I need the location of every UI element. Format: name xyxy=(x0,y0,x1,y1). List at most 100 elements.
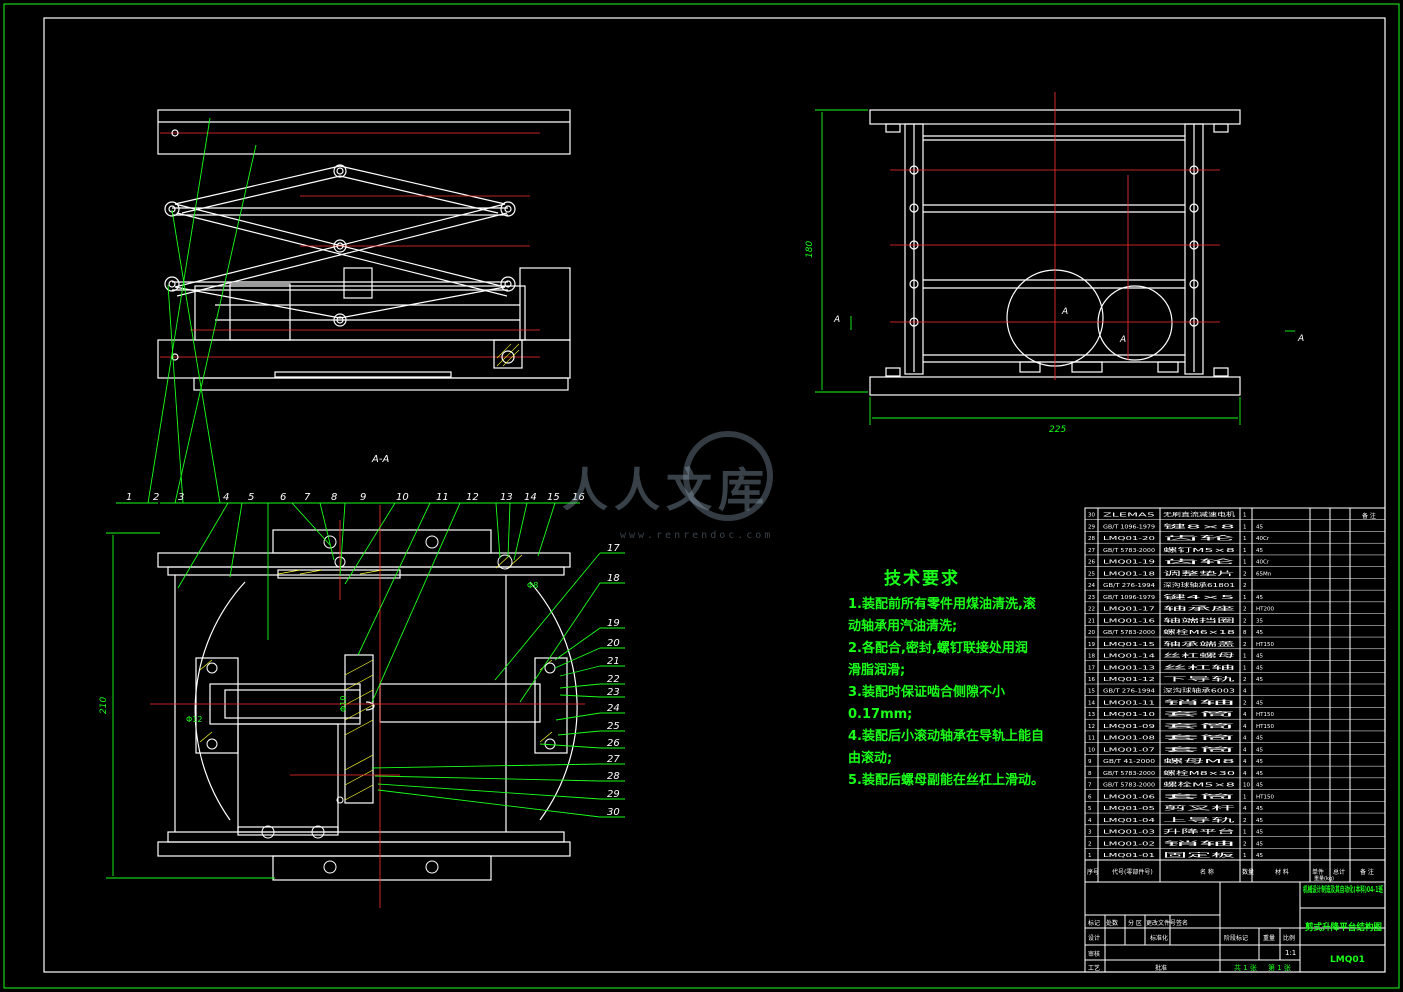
bom-footer-cell: 材 料 xyxy=(1275,868,1289,876)
bom-cell: 1 xyxy=(1243,853,1247,859)
bom-cell: 套筒 xyxy=(1163,734,1238,742)
sheet-total: 共 1 张 xyxy=(1234,963,1257,972)
bom-footer-cell: 代号(零部件号) xyxy=(1112,868,1153,876)
title-block: 备 注 机械设计制造及其自动化(本科)04-1班 剪式升降平台结构图 LMQ01… xyxy=(1088,512,1383,972)
bom-cell: 30 xyxy=(1088,513,1095,519)
bom-cell: 10 xyxy=(1243,783,1250,789)
bom-cell: 8 xyxy=(1088,771,1092,777)
balloon: 21 xyxy=(607,656,620,667)
bom-cell: 销轴 xyxy=(1163,839,1238,847)
bom-cell: 套筒 xyxy=(1163,745,1238,753)
tech-requirement-item: 4.装配后小滚动轴承在导轨上能自 xyxy=(848,729,1044,744)
bom-cell: 19 xyxy=(1088,642,1095,648)
bom-cell: 2 xyxy=(1243,642,1247,648)
bom-cell: 上导轨 xyxy=(1163,816,1237,824)
bom-cell: 升降平台 xyxy=(1163,828,1237,836)
balloon: 26 xyxy=(607,738,620,749)
bom-cell: LMQ01-12 xyxy=(1103,677,1155,683)
bom-cell: 45 xyxy=(1256,759,1263,765)
bom-cell: 2 xyxy=(1088,841,1092,847)
balloon: 15 xyxy=(547,492,560,503)
bom-cell: LMQ01-13 xyxy=(1103,665,1156,671)
bom-cell: 45 xyxy=(1256,665,1263,671)
bom-cell: GB/T 276-1994 xyxy=(1103,689,1156,695)
bom-cell: 1 xyxy=(1243,524,1247,530)
bom-cell: 4 xyxy=(1243,771,1247,777)
bom-footer-cell: 名 称 xyxy=(1200,868,1214,876)
approve-label: 批准 xyxy=(1155,964,1167,972)
bom-cell: 1 xyxy=(1088,853,1092,859)
balloon: 20 xyxy=(607,638,620,649)
bom-cell: 9 xyxy=(1088,759,1092,765)
bom-cell: 7 xyxy=(1088,783,1092,789)
bom-cell: 45 xyxy=(1256,747,1263,753)
tech-requirement-item: 动轴承用汽油清洗; xyxy=(848,619,958,634)
bom-cell: 27 xyxy=(1088,548,1095,554)
balloon: 30 xyxy=(607,807,620,818)
balloon: 17 xyxy=(607,543,620,554)
bom-cell: LMQ01-08 xyxy=(1103,736,1156,742)
bom-cell: LMQ01-20 xyxy=(1103,536,1156,542)
sign-mark: 标记 xyxy=(1088,919,1100,927)
bom-cell: 40Cr xyxy=(1256,560,1270,566)
bom-cell: 销轴 xyxy=(1163,698,1238,706)
bom-table-frame xyxy=(1084,507,1386,973)
section-title: A-A xyxy=(371,454,389,465)
bom-footer-weight: 重量(kg) xyxy=(1314,875,1334,882)
bom-cell: 13 xyxy=(1088,712,1095,718)
standard-label: 标准化 xyxy=(1150,934,1168,942)
tech-requirement-item: 1.装配前所有零件用煤油清洗,滚 xyxy=(848,597,1036,612)
bom-cell: 2 xyxy=(1243,607,1247,613)
front-view-centerlines xyxy=(890,92,1220,380)
bom-cell: LMQ01-18 xyxy=(1103,571,1156,577)
bom-cell: 剪叉杆 xyxy=(1163,804,1237,812)
bom-cell: 1 xyxy=(1243,830,1247,836)
balloon: 2 xyxy=(153,492,159,503)
bom-cell: 3 xyxy=(1088,830,1092,836)
section-centerlines xyxy=(150,505,585,908)
tech-requirement-item: 2.各配合,密封,螺钉联接处用润 xyxy=(848,641,1028,656)
bom-cell: 29 xyxy=(1088,524,1095,530)
side-view-hatch xyxy=(496,343,520,367)
section-dims xyxy=(106,532,275,879)
dim-dia-mid: Φ10 xyxy=(339,696,348,712)
sign-change: 更改文件号 xyxy=(1146,919,1176,927)
balloon: 10 xyxy=(396,492,409,503)
section-mark-1: A xyxy=(1061,307,1068,317)
section-view xyxy=(157,529,578,881)
bom-cell: 固定板 xyxy=(1163,851,1237,859)
bom-footer-cell: 单件 xyxy=(1312,868,1324,876)
bom-cell: 1 xyxy=(1243,513,1247,519)
bom-cell: 螺钉M5×8 xyxy=(1163,546,1236,554)
balloon: 18 xyxy=(607,573,620,584)
bom-cell: 下导轨 xyxy=(1163,675,1237,683)
bom-cell: 螺栓M6×18 xyxy=(1163,628,1236,636)
bom-cell: 45 xyxy=(1256,771,1263,777)
bom-cell: 套筒 xyxy=(1163,792,1238,800)
balloon: 11 xyxy=(436,492,449,503)
balloons-right: 17 18 19 20 21 22 23 24 25 26 27 28 29 3… xyxy=(607,543,620,818)
bom-cell: LMQ01-16 xyxy=(1103,618,1156,624)
bom-cell: HT150 xyxy=(1256,794,1274,800)
bom-cell: 1 xyxy=(1243,654,1247,660)
bom-cell: 45 xyxy=(1256,830,1263,836)
bom-cell: LMQ01-07 xyxy=(1103,747,1156,753)
bom-cell: LMQ01-01 xyxy=(1103,853,1155,859)
bom-cell: 45 xyxy=(1256,548,1263,554)
balloon: 28 xyxy=(607,771,620,782)
section-mark-2: A xyxy=(1119,335,1126,345)
stage-label: 阶段标记 xyxy=(1224,934,1248,942)
bom-cell: GB/T 5783-2000 xyxy=(1103,783,1156,789)
bom-cell: 18 xyxy=(1088,654,1095,660)
bom-cell: 调整垫片 xyxy=(1163,569,1235,577)
bom-cell: 螺栓M5×8 xyxy=(1163,781,1236,789)
bom-cell: 轴承端盖 xyxy=(1163,640,1237,648)
dim-dia-shaft: Φ12 xyxy=(186,715,202,724)
bom-cell: 4 xyxy=(1243,806,1247,812)
bom-cell: 28 xyxy=(1088,536,1095,542)
balloon: 13 xyxy=(500,492,513,503)
view-mark-left: A xyxy=(833,315,840,325)
balloon: 12 xyxy=(466,492,479,503)
